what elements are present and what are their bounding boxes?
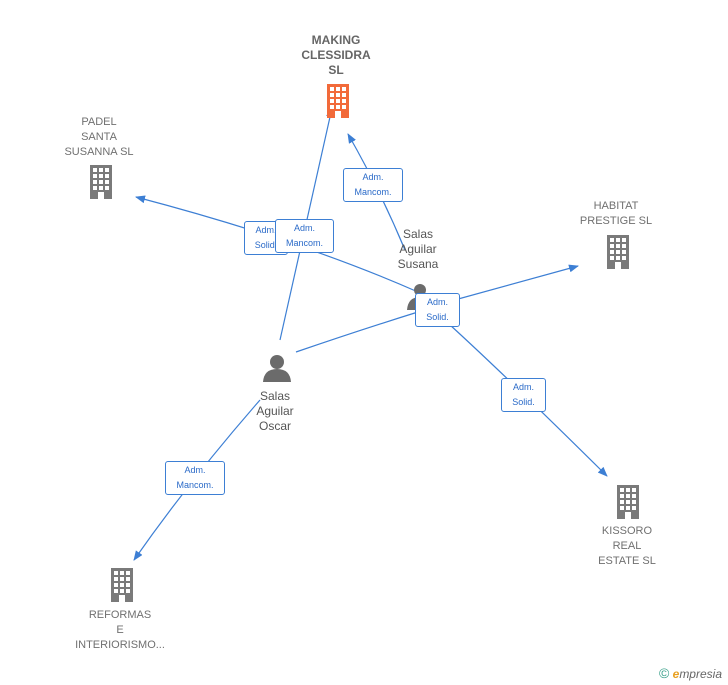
person-label-oscar[interactable]: Salas Aguilar Oscar bbox=[256, 389, 294, 433]
edge-label-susana-making: Adm. Mancom. bbox=[343, 168, 403, 202]
edge-label-oscar-reformas: Adm. Mancom. bbox=[165, 461, 225, 495]
person-label-susana[interactable]: Salas Aguilar Susana bbox=[397, 227, 439, 271]
edge-label-oscar-making: Adm. Mancom. bbox=[275, 219, 334, 253]
edge-susana-habitat bbox=[439, 264, 579, 305]
empresia-logo: © empresia bbox=[659, 665, 722, 681]
building-icon-habitat[interactable] bbox=[607, 235, 629, 269]
edge-oscar-susana bbox=[295, 311, 419, 353]
building-icon-padel[interactable] bbox=[90, 165, 112, 199]
building-icon-kissoro[interactable] bbox=[617, 485, 639, 519]
brand-e: e bbox=[672, 667, 680, 681]
company-label-habitat[interactable]: HABITAT PRESTIGE SL bbox=[579, 200, 653, 227]
edge-label-susana-kissoro: Adm. Solid. bbox=[501, 378, 546, 412]
copyright-icon: © bbox=[658, 665, 670, 681]
company-label-padel[interactable]: PADEL SANTA SUSANNA SL bbox=[64, 116, 134, 158]
brand-rest: mpresia bbox=[679, 667, 722, 681]
company-label-kissoro[interactable]: KISSORO REAL ESTATE SL bbox=[598, 525, 656, 567]
building-icon-reformas[interactable] bbox=[111, 568, 133, 602]
building-icon-making[interactable] bbox=[327, 84, 349, 118]
company-label-making[interactable]: MAKING CLESSIDRA SL bbox=[301, 33, 371, 77]
person-icon-oscar[interactable] bbox=[263, 355, 291, 382]
company-label-reformas[interactable]: REFORMAS E INTERIORISMO... bbox=[75, 609, 165, 651]
edge-label-susana-habitat: Adm. Solid. bbox=[415, 293, 460, 327]
